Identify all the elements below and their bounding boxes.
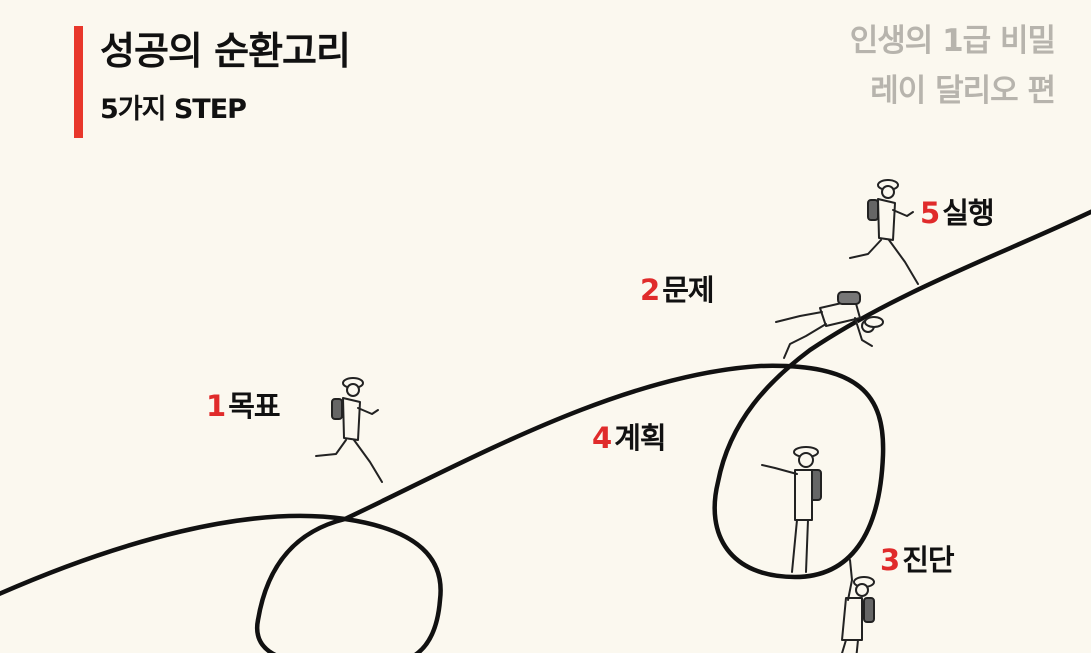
step-number: 1 [206,389,226,423]
loop-path [0,209,1091,653]
series-note-line2: 레이 달리오 편 [870,73,1056,109]
step-number: 3 [880,543,900,577]
step-label: 목표 [228,389,280,423]
runner-figure-goal [315,377,383,483]
step-label: 계획 [614,421,666,455]
step-number: 4 [592,421,612,455]
reaching-figure-diagnose [841,559,875,653]
runner-figure-execute [849,179,919,285]
step-label: 문제 [662,273,714,307]
fallen-figure-problem [775,291,884,359]
step-number: 2 [640,273,660,307]
title-accent-bar [74,26,83,138]
page-title: 성공의 순환고리 [100,29,351,73]
series-note-line1: 인생의 1급 비밀 [849,23,1056,59]
step-label: 진단 [902,543,954,577]
step-number: 5 [920,196,940,230]
step-label: 실행 [942,196,994,230]
pointing-figure-plan [761,446,822,573]
page-subtitle: 5가지 STEP [100,94,247,125]
